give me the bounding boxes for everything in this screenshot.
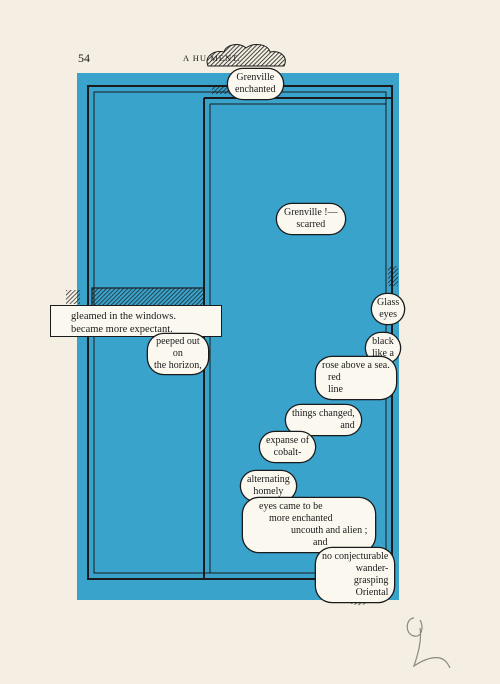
cloud-line: uncouth and alien ;: [291, 525, 368, 536]
cloud-eyes-came: eyes came to be more enchanted uncouth a…: [243, 498, 376, 552]
cloud-no-conjecturable: no conjecturable wander- grasping Orient…: [316, 548, 395, 602]
cloud-rose-above: rose above a sea. red line: [316, 357, 396, 399]
slip-line: became more expectant.: [71, 324, 173, 335]
cloud-glass-eyes: Glass eyes: [372, 294, 405, 324]
cloud-line: black: [372, 336, 394, 347]
cloud-line: like a: [372, 348, 394, 359]
cloud-line: red: [328, 372, 341, 383]
running-head: A HU MENT.: [183, 53, 241, 63]
cloud-line: Oriental: [355, 587, 389, 598]
cloud-line: Grenville !—: [284, 207, 338, 218]
cloud-line: cobalt-: [273, 447, 302, 458]
cloud-line: on: [172, 348, 183, 359]
cloud-line: more enchanted: [269, 513, 333, 524]
text-slip: gleamed in the windows. became more expe…: [50, 305, 222, 337]
cloud-grenville-scarred: Grenville !— scarred: [277, 204, 345, 234]
cloud-line: eyes came to be: [259, 501, 323, 512]
slip-line: gleamed in the windows.: [71, 311, 176, 322]
cloud-line: things changed,: [292, 408, 355, 419]
cloud-line: enchanted: [235, 84, 276, 95]
header-ink-blot: [206, 44, 286, 67]
cloud-line: eyes: [379, 309, 397, 320]
cloud-alternating: alternating homely: [241, 471, 296, 501]
cloud-grenville-enchanted: Grenville enchanted: [228, 69, 283, 99]
cloud-line: peeped out: [156, 336, 200, 347]
cloud-line: homely: [253, 486, 284, 497]
cloud-expanse: expanse of cobalt-: [260, 432, 316, 462]
cloud-line: the horizon,: [154, 360, 202, 371]
cloud-peeped-out: peeped out on the horizon,: [148, 334, 208, 374]
cloud-line: expanse of: [266, 435, 310, 446]
cloud-line: wander-: [355, 563, 389, 574]
cloud-line: Glass: [377, 297, 400, 308]
page-number: 54: [78, 51, 90, 65]
cloud-things-changed: things changed, and: [286, 405, 361, 435]
cloud-line: no conjecturable: [322, 551, 389, 562]
cloud-line: line: [328, 384, 343, 395]
cloud-line: rose above a sea.: [322, 360, 390, 371]
cloud-line: and: [340, 420, 355, 431]
cloud-line: grasping: [353, 575, 389, 586]
pencil-signature: [406, 617, 451, 669]
cloud-line: alternating: [247, 474, 290, 485]
cloud-line: Grenville: [236, 72, 275, 83]
cloud-line: and: [313, 537, 328, 548]
cloud-line: scarred: [296, 219, 326, 230]
